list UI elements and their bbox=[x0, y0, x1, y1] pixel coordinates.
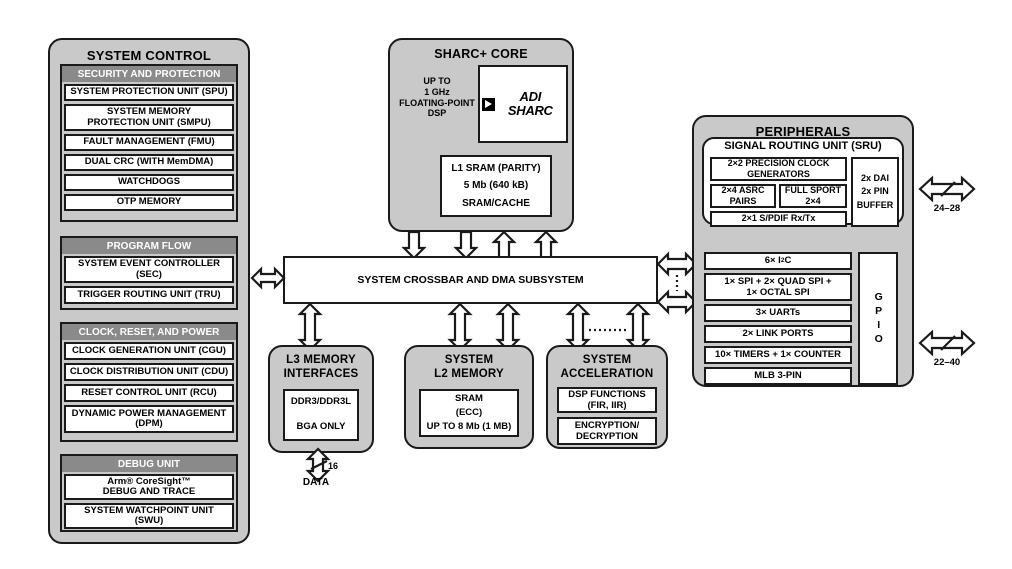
adi-sharc-logo-text: ADI SHARC bbox=[507, 88, 553, 118]
l3-bus-width-label: 16 bbox=[327, 461, 338, 471]
cell-swu[interactable]: SYSTEM WATCHPOINT UNIT (SWU) bbox=[64, 503, 234, 529]
sharc-core-spec: UP TO 1 GHz FLOATING-POINT DSP bbox=[399, 76, 475, 119]
cell-watchdogs[interactable]: WATCHDOGS bbox=[64, 174, 234, 191]
cell-uarts[interactable]: 3× UARTs bbox=[704, 304, 852, 322]
cell-dpm[interactable]: DYNAMIC POWER MANAGEMENT (DPM) bbox=[64, 405, 234, 433]
cell-link-ports[interactable]: 2× LINK PORTS bbox=[704, 325, 852, 343]
l2-memory-title: SYSTEM L2 MEMORY bbox=[434, 354, 504, 380]
cell-l1-sram[interactable]: L1 SRAM (PARITY) 5 Mb (640 kB) SRAM/CACH… bbox=[440, 155, 552, 217]
cell-precision-clock-generators[interactable]: 2×2 PRECISION CLOCK GENERATORS bbox=[710, 157, 847, 181]
cell-spdif[interactable]: 2×1 S/PDIF Rx/Tx bbox=[710, 211, 847, 227]
cell-gpio[interactable]: GPIO bbox=[858, 252, 898, 385]
section-header-program-flow: PROGRAM FLOW bbox=[62, 238, 236, 254]
cell-full-sport[interactable]: FULL SPORT 2×4 bbox=[779, 184, 847, 208]
sharc-crossbar-arrows bbox=[401, 230, 559, 260]
cell-dai-pin-buffer[interactable]: 2x DAI 2x PIN BUFFER bbox=[851, 157, 899, 227]
sysctrl-crossbar-arrow bbox=[250, 266, 286, 290]
cell-coresight[interactable]: Arm® CoreSight™ DEBUG AND TRACE bbox=[64, 474, 234, 500]
cell-cdu[interactable]: CLOCK DISTRIBUTION UNIT (CDU) bbox=[64, 363, 234, 381]
adi-triangle-icon bbox=[482, 97, 495, 111]
system-crossbar[interactable]: SYSTEM CROSSBAR AND DMA SUBSYSTEM bbox=[283, 256, 658, 304]
cell-spi[interactable]: 1× SPI + 2× QUAD SPI + 1× OCTAL SPI bbox=[704, 273, 852, 301]
cell-cgu[interactable]: CLOCK GENERATION UNIT (CGU) bbox=[64, 342, 234, 360]
i2c-label-base: 6× I bbox=[764, 254, 781, 266]
cell-otp-memory[interactable]: OTP MEMORY bbox=[64, 194, 234, 211]
sharc-core-title: SHARC+ CORE bbox=[434, 47, 528, 61]
i2c-superscript: 2 bbox=[780, 257, 785, 265]
cell-encryption[interactable]: ENCRYPTION/ DECRYPTION bbox=[557, 417, 657, 445]
peripherals-title: PERIPHERALS bbox=[755, 124, 851, 139]
cell-rcu[interactable]: RESET CONTROL UNIT (RCU) bbox=[64, 384, 234, 402]
cell-ddr3[interactable]: DDR3/DDR3L BGA ONLY bbox=[283, 389, 359, 441]
cell-spu[interactable]: SYSTEM PROTECTION UNIT (SPU) bbox=[64, 84, 234, 101]
l3-memory-title: L3 MEMORY INTERFACES bbox=[283, 354, 359, 380]
gpio-bus-label: 22–40 bbox=[933, 357, 961, 368]
crossbar-peripherals-arrows bbox=[656, 251, 698, 315]
acceleration-title: SYSTEM ACCELERATION bbox=[560, 354, 654, 380]
crossbar-lower-arrows bbox=[297, 302, 651, 352]
l3-data-label: DATA bbox=[302, 477, 330, 488]
section-header-security: SECURITY AND PROTECTION bbox=[62, 66, 236, 82]
cell-tru[interactable]: TRIGGER ROUTING UNIT (TRU) bbox=[64, 286, 234, 304]
section-header-clock-reset-power: CLOCK, RESET, AND POWER bbox=[62, 324, 236, 340]
cell-asrc-pairs[interactable]: 2×4 ASRC PAIRS bbox=[710, 184, 776, 208]
cell-dsp-functions[interactable]: DSP FUNCTIONS (FIR, IIR) bbox=[557, 387, 657, 413]
sru-header: SIGNAL ROUTING UNIT (SRU) bbox=[724, 140, 882, 152]
cell-mlb[interactable]: MLB 3-PIN bbox=[704, 367, 852, 385]
dai-pin-external-bus-arrow bbox=[918, 175, 976, 203]
gpio-external-bus-arrow bbox=[918, 329, 976, 357]
cell-l2-sram[interactable]: SRAM (ECC) UP TO 8 Mb (1 MB) bbox=[419, 389, 519, 437]
cell-smpu[interactable]: SYSTEM MEMORY PROTECTION UNIT (SMPU) bbox=[64, 104, 234, 131]
dai-pin-bus-label: 24–28 bbox=[933, 203, 961, 214]
cell-timers-counter[interactable]: 10× TIMERS + 1× COUNTER bbox=[704, 346, 852, 364]
system-control-title: SYSTEM CONTROL bbox=[86, 48, 212, 63]
cell-sec[interactable]: SYSTEM EVENT CONTROLLER (SEC) bbox=[64, 256, 234, 283]
cell-dual-crc[interactable]: DUAL CRC (WITH MemDMA) bbox=[64, 154, 234, 171]
adi-sharc-logo: ADI SHARC bbox=[482, 88, 564, 118]
adi-sharc-logo-box: ADI SHARC bbox=[478, 65, 568, 143]
i2c-label-tail: C bbox=[784, 254, 792, 266]
cell-fmu[interactable]: FAULT MANAGEMENT (FMU) bbox=[64, 134, 234, 151]
section-header-debug-unit: DEBUG UNIT bbox=[62, 456, 236, 472]
l3-data-bus-arrow bbox=[305, 447, 331, 483]
gpio-label: GPIO bbox=[872, 290, 885, 347]
